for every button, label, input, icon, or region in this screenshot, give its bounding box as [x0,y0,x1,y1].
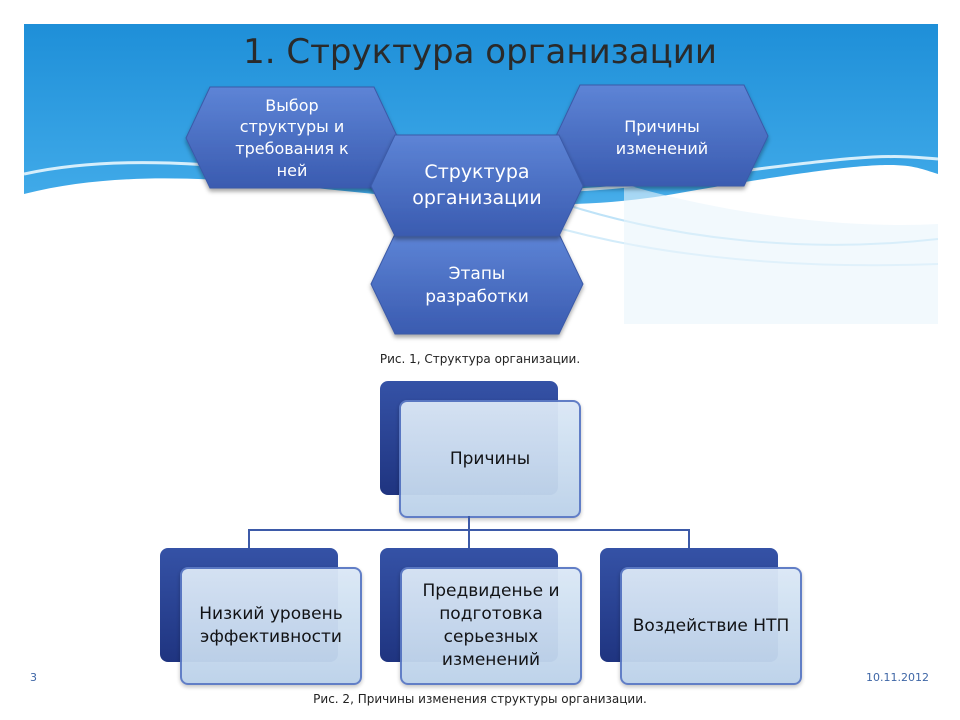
connector-trunk [468,516,470,530]
root-box: Причины [399,400,581,518]
hexagon-bottom-label: Этапы разработки [425,264,529,307]
page-number: 3 [30,671,37,684]
hexagon-top-left-label: Выбор структуры и требования к ней [235,95,349,180]
figure-caption-2: Рис. 2, Причины изменения структуры орга… [313,692,647,706]
root-label: Причины [449,448,531,469]
hexagon-diagram [185,84,769,335]
connector-middle [468,529,470,549]
page-title: 1. Структура организации [243,32,717,72]
child-box-1: Низкий уровень эффективности [180,567,362,685]
connector-left [248,529,250,549]
child-box-3: Воздействие НТП [620,567,802,685]
slide-date: 10.11.2012 [866,671,929,684]
hexagon-center [370,134,584,237]
connector-right [688,529,690,549]
figure-caption-1: Рис. 1, Структура организации. [379,352,581,366]
hexagon-top-right-label: Причины изменений [615,117,709,158]
child-label-3: Воздействие НТП [632,615,790,636]
child-label-1: Низкий уровень эффективности [199,604,343,647]
child-label-2: Предвиденье и подготовка серьезных измен… [422,581,560,670]
child-box-2: Предвиденье и подготовка серьезных измен… [400,567,582,685]
hexagon-center-label: Структура организации [412,161,542,209]
